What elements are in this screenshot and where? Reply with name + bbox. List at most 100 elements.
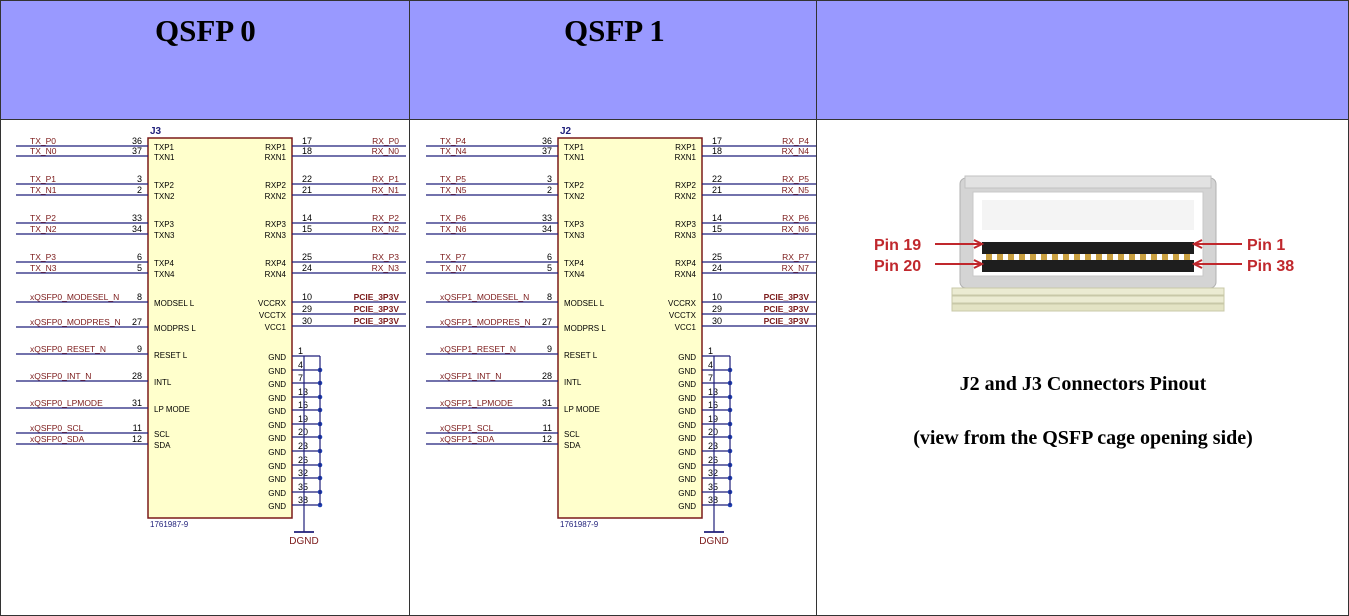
pin-name: TXN2 bbox=[154, 192, 175, 201]
net-label: RX_N7 bbox=[782, 263, 810, 273]
pin-number: 3 bbox=[547, 174, 552, 184]
connector-part-number: 1761987-9 bbox=[150, 520, 189, 529]
pin-number: 21 bbox=[302, 185, 312, 195]
pin-number: 28 bbox=[542, 371, 552, 381]
gnd-pin-number: 1 bbox=[708, 346, 713, 356]
pin-name: INTL bbox=[154, 378, 172, 387]
contact-pin bbox=[1140, 254, 1146, 260]
pin-name: TXP3 bbox=[154, 220, 175, 229]
pin-name: TXN1 bbox=[154, 153, 175, 162]
net-label: xQSFP0_RESET_N bbox=[30, 344, 106, 354]
pin19-arrow bbox=[935, 239, 985, 249]
pin-name: LP MODE bbox=[154, 405, 190, 414]
pin1-arrow bbox=[1191, 239, 1242, 249]
gnd-pin-number: 4 bbox=[298, 360, 303, 370]
pin-number: 10 bbox=[302, 292, 312, 302]
gnd-pin-number: 38 bbox=[298, 495, 308, 505]
pin-number: 37 bbox=[132, 146, 142, 156]
pin-name: TXP4 bbox=[154, 259, 175, 268]
pin-number: 8 bbox=[137, 292, 142, 302]
gnd-pin-number: 32 bbox=[298, 468, 308, 478]
gnd-pin-name: GND bbox=[678, 489, 696, 498]
table-border-left bbox=[0, 0, 1, 616]
contact-pin bbox=[1030, 254, 1036, 260]
gnd-pin-name: GND bbox=[678, 367, 696, 376]
gnd-pin-number: 38 bbox=[708, 495, 718, 505]
pin-number: 2 bbox=[547, 185, 552, 195]
table-border-top bbox=[0, 0, 1349, 1]
net-label: TX_N7 bbox=[440, 263, 467, 273]
pin-name: VCCRX bbox=[668, 299, 697, 308]
gnd-pin-name: GND bbox=[678, 462, 696, 471]
pin-number: 37 bbox=[542, 146, 552, 156]
contact-teeth bbox=[986, 254, 1190, 260]
net-label: TX_P1 bbox=[30, 174, 56, 184]
pin-number: 30 bbox=[302, 316, 312, 326]
gnd-pin-name: GND bbox=[678, 394, 696, 403]
pin-number: 10 bbox=[712, 292, 722, 302]
pin-number: 8 bbox=[547, 292, 552, 302]
pin-name: VCCTX bbox=[669, 311, 697, 320]
contact-pin bbox=[1052, 254, 1058, 260]
pinout-caption-title: J2 and J3 Connectors Pinout bbox=[959, 373, 1207, 395]
pin-name: RXN3 bbox=[675, 231, 697, 240]
net-label: RX_N2 bbox=[372, 224, 400, 234]
gnd-pin-number: 20 bbox=[708, 427, 718, 437]
pin38-arrow bbox=[1191, 259, 1242, 269]
pin-name: INTL bbox=[564, 378, 582, 387]
net-label: TX_P6 bbox=[440, 213, 466, 223]
pin-number: 25 bbox=[712, 252, 722, 262]
qsfp1-title: QSFP 1 bbox=[564, 13, 665, 48]
pin-number: 12 bbox=[132, 434, 142, 444]
cage-top-shield bbox=[964, 175, 1212, 189]
net-label: xQSFP0_MODESEL_N bbox=[30, 292, 119, 302]
net-label: xQSFP1_MODESEL_N bbox=[440, 292, 529, 302]
pin-name: TXN2 bbox=[564, 192, 585, 201]
pin-number: 34 bbox=[542, 224, 552, 234]
pin-number: 24 bbox=[712, 263, 722, 273]
connector-body bbox=[147, 137, 293, 519]
net-label: xQSFP0_SCL bbox=[30, 423, 84, 433]
net-label: RX_N5 bbox=[782, 185, 810, 195]
pin-number: 33 bbox=[132, 213, 142, 223]
pin-name: TXN1 bbox=[564, 153, 585, 162]
gnd-pin-name: GND bbox=[678, 380, 696, 389]
cage-base-rail-3 bbox=[951, 303, 1225, 312]
table-col-divider-1 bbox=[409, 0, 410, 616]
cage-base-rail bbox=[951, 287, 1225, 296]
pin-name: VCC1 bbox=[265, 323, 287, 332]
pin-number: 6 bbox=[137, 252, 142, 262]
pin-name: TXN3 bbox=[564, 231, 585, 240]
pin-name: RXP3 bbox=[265, 220, 286, 229]
pinout-caption-subtitle: (view from the QSFP cage opening side) bbox=[913, 427, 1253, 449]
net-label: RX_N3 bbox=[372, 263, 400, 273]
net-label: PCIE_3P3V bbox=[354, 316, 400, 326]
pin38-label: Pin 38 bbox=[1247, 258, 1294, 275]
contact-pin bbox=[1085, 254, 1091, 260]
net-label: xQSFP0_LPMODE bbox=[30, 398, 103, 408]
gnd-pin-number: 16 bbox=[708, 400, 718, 410]
net-label: xQSFP1_INT_N bbox=[440, 371, 501, 381]
net-label: PCIE_3P3V bbox=[354, 304, 400, 314]
contact-pin bbox=[1173, 254, 1179, 260]
pin-number: 22 bbox=[712, 174, 722, 184]
contact-pin bbox=[1008, 254, 1014, 260]
pin-name: TXN3 bbox=[154, 231, 175, 240]
connector-body bbox=[557, 137, 703, 519]
gnd-pin-name: GND bbox=[678, 434, 696, 443]
gnd-pin-number: 19 bbox=[708, 414, 718, 424]
table-row-divider bbox=[0, 119, 1349, 120]
net-label: RX_N1 bbox=[372, 185, 400, 195]
net-label: RX_P2 bbox=[372, 213, 399, 223]
gnd-pin-number: 7 bbox=[708, 373, 713, 383]
gnd-pin-number: 35 bbox=[298, 482, 308, 492]
pin-number: 6 bbox=[547, 252, 552, 262]
contact-pin bbox=[1107, 254, 1113, 260]
gnd-pin-name: GND bbox=[268, 407, 286, 416]
pin-name: SCL bbox=[564, 430, 580, 439]
gnd-pin-name: GND bbox=[268, 448, 286, 457]
pin1-label: Pin 1 bbox=[1247, 237, 1285, 254]
pin-number: 11 bbox=[133, 423, 142, 433]
net-label: RX_P7 bbox=[782, 252, 809, 262]
